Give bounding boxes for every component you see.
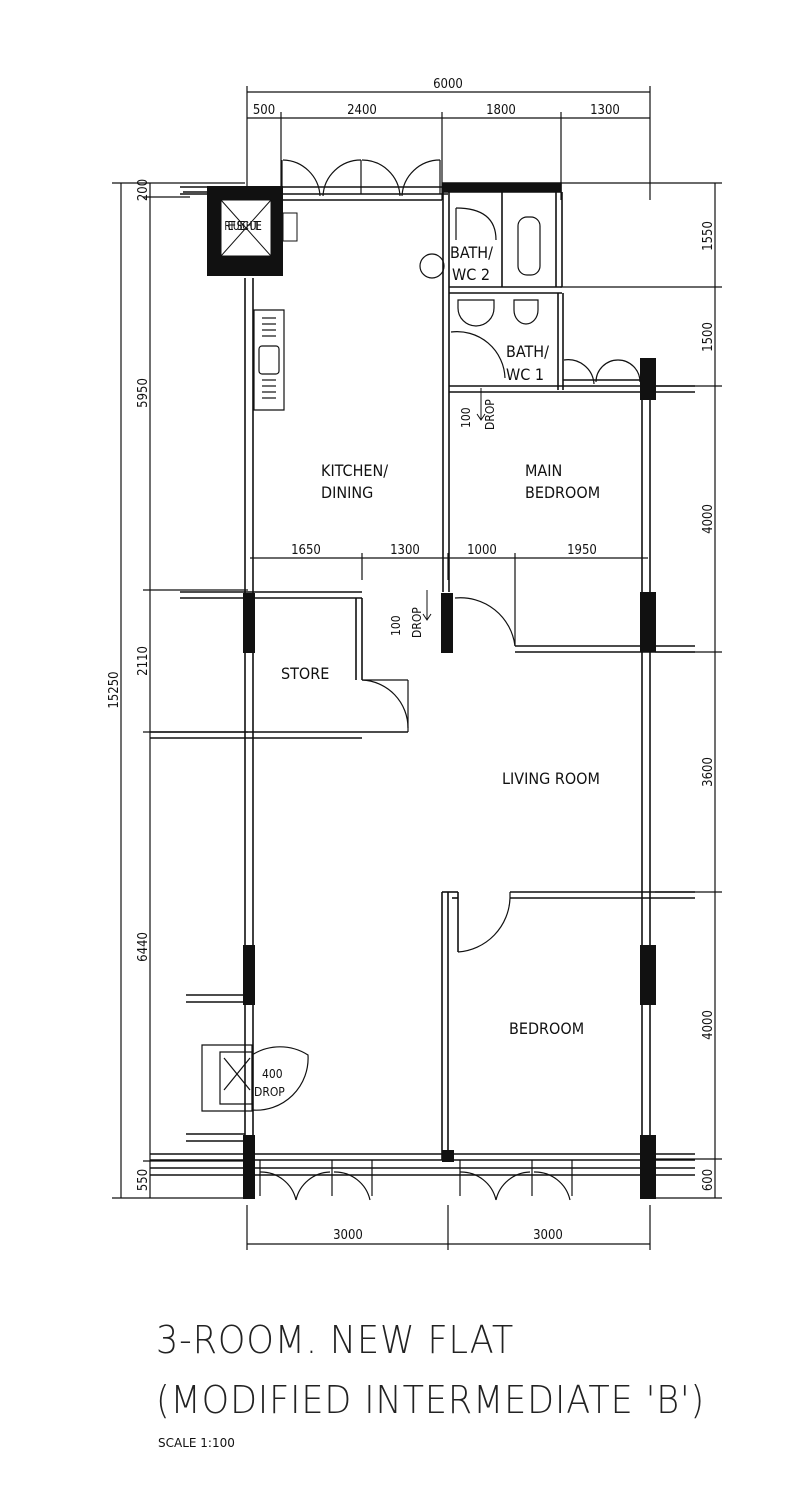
dim-top-seg-2: 2400 (347, 103, 377, 118)
dim-left-seg-1: 200 (136, 179, 151, 201)
columns (243, 358, 656, 1199)
dim-left-seg-3: 2110 (136, 646, 151, 676)
kitchen-label-line2: DINING (321, 483, 373, 502)
drop2-word: DROP (410, 607, 424, 638)
kitchen-sink (254, 310, 284, 410)
dim-left-total: 15250 (107, 671, 122, 708)
kitchen-label-line1: KITCHEN/ (321, 461, 388, 480)
dim-bottom-seg-2: 3000 (533, 1228, 563, 1243)
dim-right-seg-2: 1500 (701, 322, 716, 352)
bath-wc2-label-line1: BATH/ (450, 243, 493, 262)
bath-wc1-label-line2: WC 1 (506, 365, 544, 384)
dim-right-seg-4: 3600 (701, 757, 716, 787)
bedroom-label: BEDROOM (509, 1019, 584, 1038)
plan-subtitle: (MODIFIED INTERMEDIATE 'B') (156, 1378, 706, 1422)
dim-mid-seg-3: 1000 (467, 543, 497, 558)
refuse-chute-label: REFUSE CHUTE (224, 219, 261, 233)
scale-label: SCALE 1:100 (158, 1436, 235, 1450)
drop3-word: DROP (254, 1085, 285, 1099)
bathroom-fixtures (420, 208, 640, 384)
dim-left-seg-5: 550 (136, 1169, 151, 1191)
dim-top-seg-3: 1800 (486, 103, 516, 118)
store-label: STORE (281, 664, 329, 683)
left-dimension-lines (112, 183, 248, 1198)
floor-plan: 6000 500 2400 1800 1300 1650 1300 1000 1… (107, 77, 800, 1300)
main-bedroom-label-line2: BEDROOM (525, 483, 600, 502)
dim-top-seg-4: 1300 (590, 103, 620, 118)
dim-mid-seg-1: 1650 (291, 543, 321, 558)
main-bedroom-label-line1: MAIN (525, 461, 562, 480)
dim-mid-seg-4: 1950 (567, 543, 597, 558)
plan-title: 3-ROOM. NEW FLAT (156, 1318, 515, 1362)
right-dimension-lines (560, 183, 722, 1198)
drop2-number: 100 (389, 615, 403, 636)
dim-top-seg-1: 500 (253, 103, 275, 118)
refuse-chute (207, 186, 297, 276)
dim-mid-seg-2: 1300 (390, 543, 420, 558)
drop-arrows (423, 388, 485, 620)
room-labels: REFUSE CHUTE BATH/ WC 2 BATH/ WC 1 KITCH… (224, 219, 600, 1099)
walls (150, 183, 695, 1198)
drop1-word: DROP (483, 399, 497, 430)
drop3-number: 400 (262, 1067, 283, 1081)
living-room-label: LIVING ROOM (502, 769, 600, 788)
dim-left-seg-4: 6440 (136, 932, 151, 962)
top-dimension-lines (247, 86, 650, 200)
dim-right-seg-1: 1550 (701, 221, 716, 251)
dimension-text: 6000 500 2400 1800 1300 1650 1300 1000 1… (107, 77, 716, 1243)
dim-bottom-seg-1: 3000 (333, 1228, 363, 1243)
dim-left-seg-2: 5950 (136, 378, 151, 408)
bottom-dimension-lines (247, 1205, 650, 1250)
dim-right-seg-5: 4000 (701, 1010, 716, 1040)
drop1-number: 100 (459, 407, 473, 428)
dim-right-seg-6: 600 (701, 1169, 716, 1191)
dim-top-total: 6000 (433, 77, 463, 92)
bath-wc1-label-line1: BATH/ (506, 342, 549, 361)
dim-right-seg-3: 4000 (701, 504, 716, 534)
doors (202, 160, 572, 1200)
bath-wc2-label-line2: WC 2 (452, 265, 490, 284)
